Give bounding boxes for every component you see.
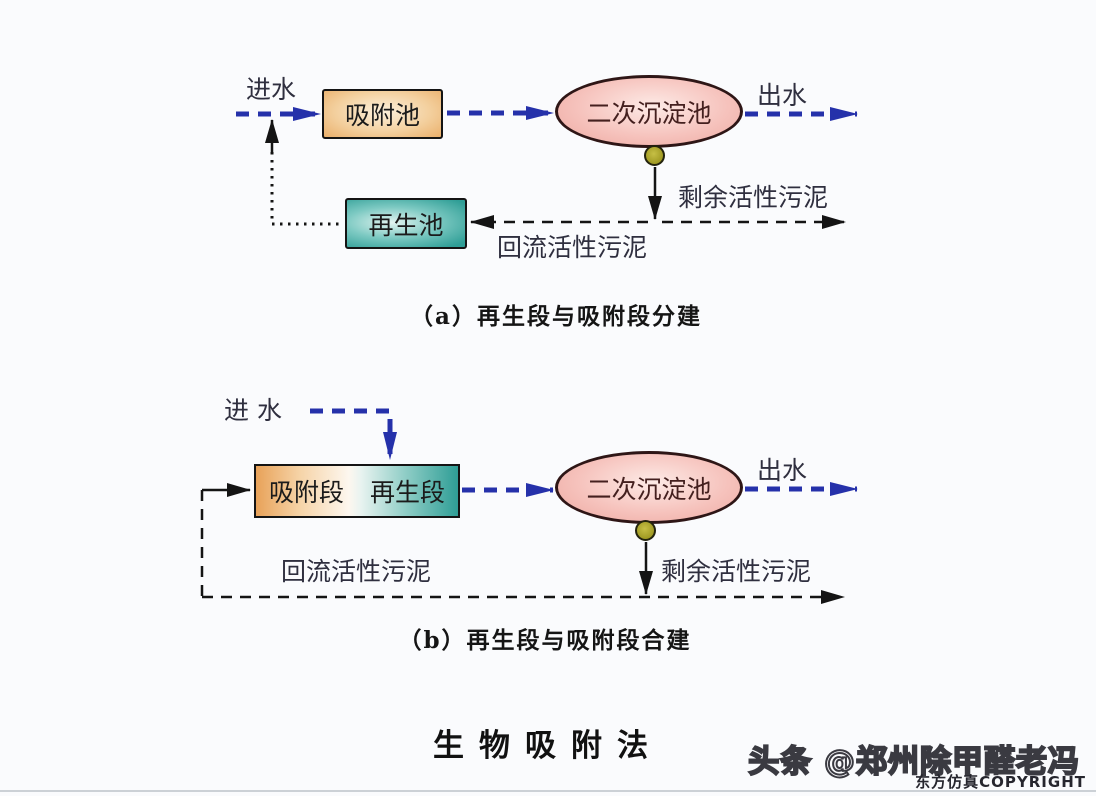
regeneration-stage-label-b: 再生段 (369, 478, 445, 507)
influent-arrow-b (310, 408, 397, 460)
diagram-a-flow-arrows (236, 106, 858, 229)
sludge-port-icon-a (644, 145, 665, 166)
adsorption-tank-label-a: 吸附池 (344, 101, 420, 130)
caption-b: （b）再生段与吸附段合建 (398, 627, 692, 654)
adsorption-tank-node-a: 吸附池 (322, 89, 443, 139)
excess-sludge-label-b: 剩余活性污泥 (661, 557, 812, 586)
watermark-copyright: 东方仿真COPYRIGHT (915, 773, 1086, 791)
sludge-port-icon-b (635, 520, 656, 541)
return-sludge-label-b: 回流活性污泥 (281, 557, 432, 586)
diagram-b-flow-arrows (200, 408, 858, 604)
secondary-clarifier-label-b: 二次沉淀池 (586, 474, 712, 504)
return-sludge-label-a: 回流活性污泥 (497, 233, 648, 262)
secondary-clarifier-node-a: 二次沉淀池 (555, 75, 743, 148)
watermark-headline: 头条 @郑州除甲醛老冯 (747, 743, 1080, 781)
secondary-clarifier-label-a: 二次沉淀池 (586, 98, 712, 128)
regeneration-tank-node-a: 再生池 (345, 198, 467, 249)
regeneration-tank-label-a: 再生池 (368, 210, 444, 240)
bottom-divider (0, 790, 1096, 792)
excess-sludge-label-a: 剩余活性污泥 (678, 183, 829, 212)
effluent-label-a: 出水 (757, 81, 808, 110)
caption-a: （a）再生段与吸附段分建 (410, 303, 702, 330)
influent-label-b: 进 水 (224, 396, 282, 425)
secondary-clarifier-node-b: 二次沉淀池 (555, 451, 743, 524)
adsorption-stage-label-b: 吸附段 (268, 478, 344, 507)
effluent-label-b: 出水 (757, 456, 808, 485)
influent-label-a: 进水 (246, 75, 297, 104)
page-title: 生物吸附法 (433, 728, 663, 764)
combined-tank-node-b: 吸附段 再生段 (254, 464, 460, 518)
